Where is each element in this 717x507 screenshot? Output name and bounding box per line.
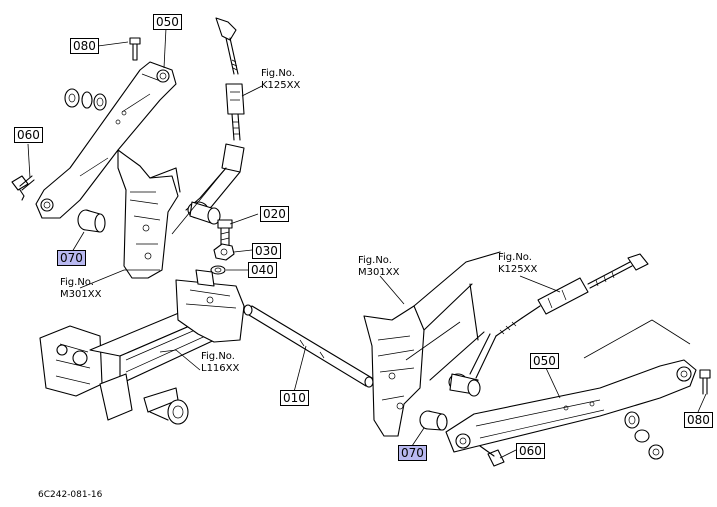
leader-lines: [27, 27, 707, 459]
document-id: 6C242-081-16: [38, 490, 103, 500]
roller-left: [187, 201, 221, 225]
figref-number: K125XX: [498, 264, 538, 275]
lower-link-arm-right: [445, 359, 697, 453]
bolt-080-right: [699, 369, 711, 395]
figref-label: Fig.No.: [261, 68, 295, 79]
figref-m301xx-right: Fig.No. M301XX: [358, 255, 399, 279]
cross-shaft-010: [243, 304, 374, 388]
callout-010: 010: [280, 390, 309, 406]
figref-label: Fig.No.: [60, 277, 94, 288]
callout-050-left: 050: [153, 14, 182, 30]
figref-label: Fig.No.: [201, 351, 235, 362]
callout-060-right: 060: [516, 443, 545, 459]
figref-k125xx-right: Fig.No. K125XX: [498, 252, 537, 276]
figref-number: L116XX: [201, 363, 240, 374]
washer-040: [210, 265, 226, 275]
callout-070-left: 070: [57, 250, 86, 266]
lift-rod-left: [185, 17, 245, 219]
callout-050-right: 050: [530, 353, 559, 369]
figref-k125xx-top: Fig.No. K125XX: [261, 68, 300, 92]
bolt-020: [217, 219, 233, 247]
figref-number: M301XX: [60, 289, 102, 300]
nut-030: [213, 243, 235, 261]
callout-020: 020: [260, 206, 289, 222]
mounting-bracket-right: [363, 251, 501, 437]
figref-label: Fig.No.: [498, 252, 532, 263]
lift-rod-right: [495, 253, 649, 337]
lower-link-arm-left: [35, 61, 177, 219]
callout-030: 030: [252, 243, 281, 259]
figref-l116xx: Fig.No. L116XX: [201, 351, 239, 375]
callout-060-left: 060: [14, 127, 43, 143]
figref-m301xx-left: Fig.No. M301XX: [60, 277, 101, 301]
pin-060-right: [479, 445, 505, 467]
roller-right: [448, 333, 497, 397]
callout-080-right: 080: [684, 412, 713, 428]
pin-060-left: [11, 175, 35, 201]
callout-070-right: 070: [398, 445, 427, 461]
bushing-070-right: [419, 410, 448, 431]
callout-080-left: 080: [70, 38, 99, 54]
mounting-bracket-left: [117, 149, 181, 279]
washers-nut-right: [624, 411, 664, 460]
callout-040: 040: [248, 262, 277, 278]
bolt-080-left: [129, 37, 141, 61]
bushing-070-left: [77, 209, 106, 233]
lift-frame-assembly: [39, 269, 245, 425]
figref-label: Fig.No.: [358, 255, 392, 266]
figref-number: M301XX: [358, 267, 400, 278]
washers-nut-left: [64, 88, 107, 111]
figref-number: K125XX: [261, 80, 301, 91]
